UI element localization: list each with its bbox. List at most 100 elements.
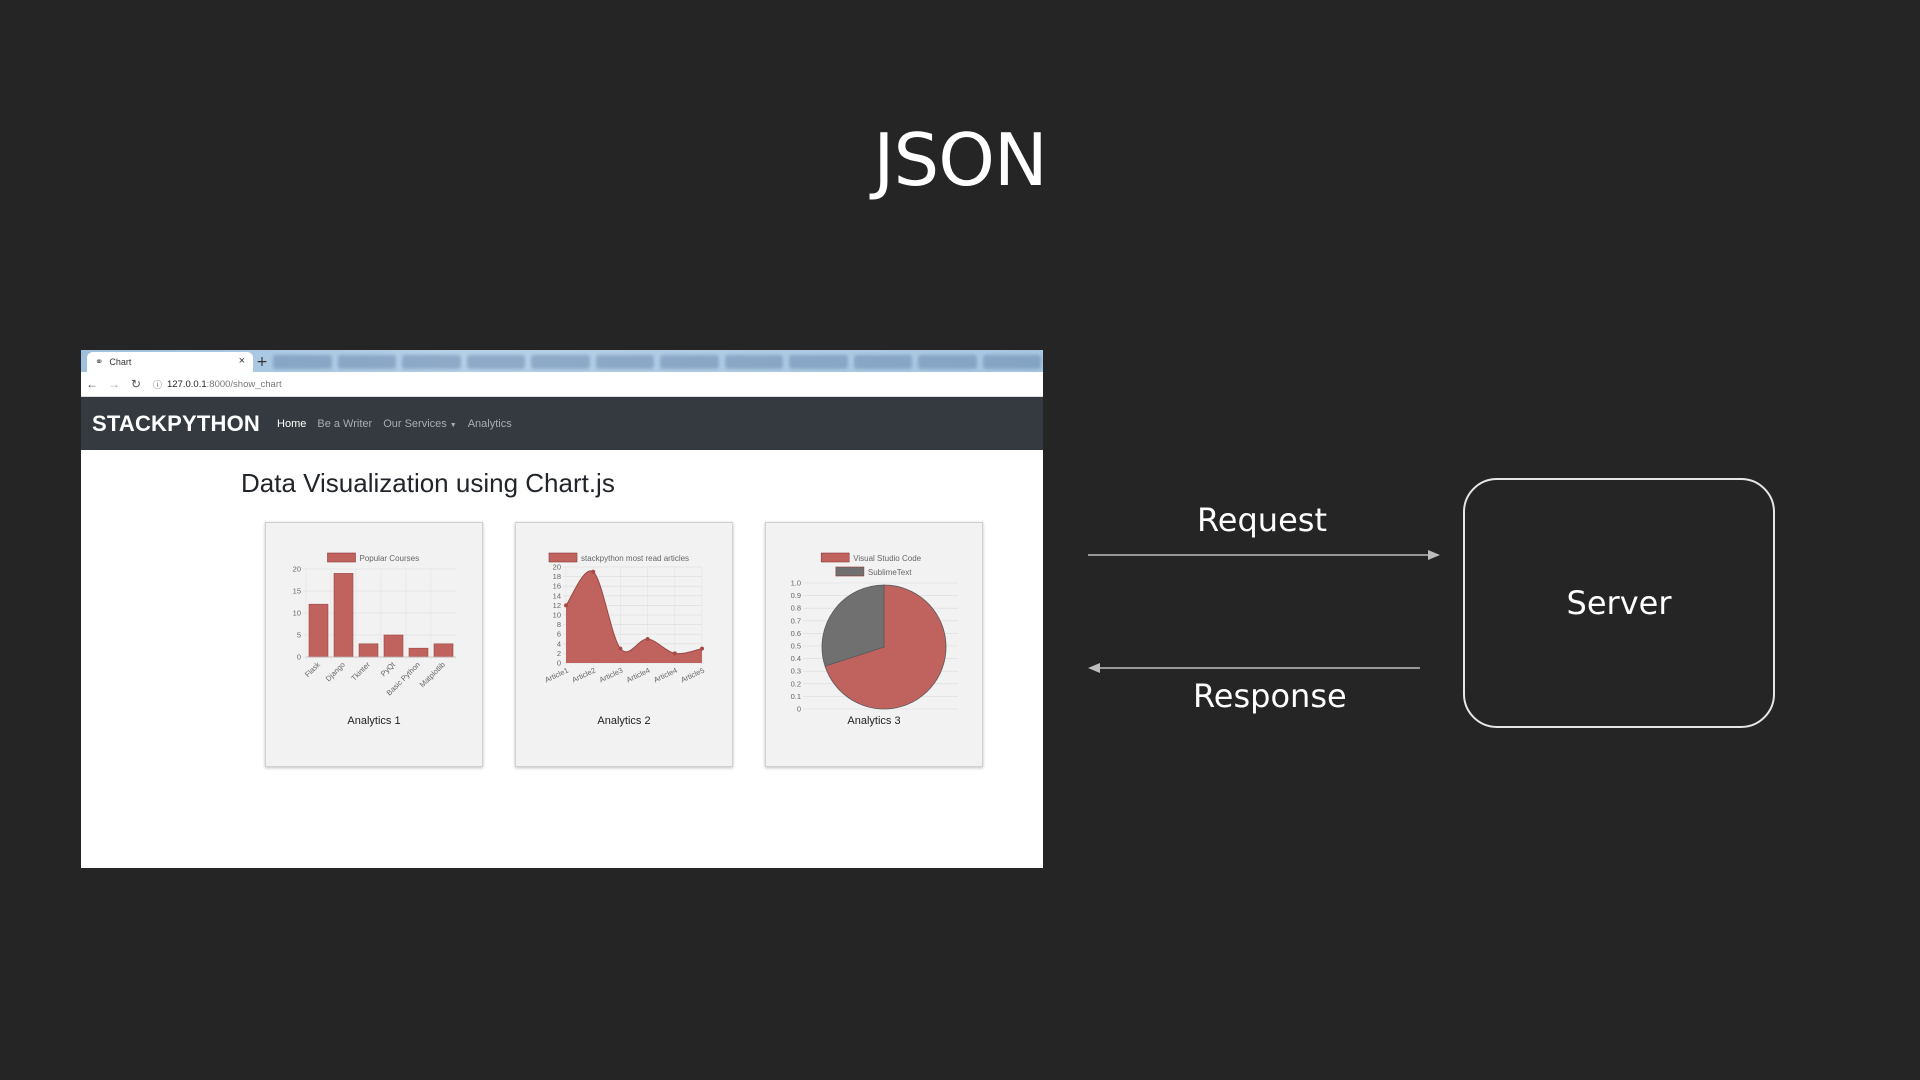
legend-swatch	[548, 552, 578, 563]
x-tick-label: Tkinter	[349, 660, 372, 683]
response-label: Response	[1193, 677, 1347, 715]
card-label: Analytics 2	[597, 715, 651, 727]
legend-label: Popular Courses	[360, 554, 420, 563]
back-arrow-icon[interactable]: ←	[86, 377, 98, 391]
y-tick-label: 20	[553, 563, 561, 572]
reload-icon[interactable]: ↻	[130, 377, 142, 391]
y-tick-label: 0	[297, 653, 301, 662]
browser-tab-active[interactable]: ⚭ Chart ×	[87, 352, 253, 372]
y-tick-label: 1.0	[791, 579, 801, 588]
nav-analytics[interactable]: Analytics	[467, 417, 512, 430]
y-tick-label: 12	[553, 601, 561, 610]
x-tick-label: Matplotlib	[418, 660, 447, 689]
y-tick-label: 14	[553, 591, 561, 600]
browser-screenshot: ⚭ Chart × + ← → ↻ ⓘ 127.0.0.1:8000/show_…	[81, 350, 1043, 868]
bar	[333, 573, 354, 658]
y-tick-label: 10	[293, 609, 301, 618]
data-point	[618, 646, 623, 651]
y-tick-label: 0.2	[791, 679, 801, 688]
y-tick-label: 5	[297, 631, 301, 640]
arrows	[1088, 550, 1440, 673]
x-tick-label: Article5	[679, 666, 705, 685]
data-point	[672, 651, 677, 656]
y-tick-label: 4	[557, 639, 561, 648]
caret-down-icon: ▼	[449, 421, 457, 429]
info-icon[interactable]: ⓘ	[153, 379, 163, 390]
bar	[433, 643, 454, 658]
x-tick-label: Article4	[652, 666, 678, 685]
y-tick-label: 10	[553, 611, 561, 620]
y-tick-label: 0.3	[791, 667, 801, 676]
url-host: 127.0.0.1	[167, 378, 207, 390]
site-navbar: STACKPYTHON Home Be a Writer Our Service…	[81, 397, 1043, 450]
legend-swatch	[820, 552, 850, 563]
server-label: Server	[1566, 584, 1672, 622]
y-tick-label: 0.6	[791, 629, 801, 638]
legend-label: Visual Studio Code	[853, 554, 921, 563]
y-tick-label: 0	[557, 659, 561, 668]
x-tick-label: Article2	[571, 666, 597, 685]
page-heading: Data Visualization using Chart.js	[241, 468, 615, 498]
globe-icon: ⚭	[95, 356, 104, 368]
address-bar: ← → ↻ ⓘ 127.0.0.1:8000/show_chart	[81, 372, 1043, 397]
close-icon[interactable]: ×	[238, 355, 245, 367]
nav-our-services-label: Our Services	[383, 417, 447, 430]
bar	[308, 603, 329, 658]
legend-swatch	[327, 552, 356, 563]
x-tick-label: Article4	[625, 666, 651, 685]
x-tick-label: Article3	[598, 666, 624, 685]
y-tick-label: 16	[553, 582, 561, 591]
data-point	[591, 569, 596, 574]
request-arrowhead	[1428, 550, 1440, 560]
y-tick-label: 8	[557, 620, 561, 629]
card-label: Analytics 1	[347, 715, 401, 727]
data-point	[564, 603, 568, 608]
browser-tab-bar: ⚭ Chart × +	[81, 350, 1043, 372]
response-arrowhead	[1088, 663, 1100, 673]
y-tick-label: 6	[557, 630, 561, 639]
x-tick-label: Article1	[543, 666, 569, 685]
card-label: Analytics 3	[847, 715, 901, 727]
legend-label: SublimeText	[868, 568, 912, 577]
y-tick-label: 0.8	[791, 604, 801, 613]
area-fill	[566, 570, 702, 663]
y-tick-label: 0	[797, 705, 801, 714]
nav-home[interactable]: Home	[277, 417, 307, 430]
slide-title: JSON	[873, 118, 1047, 202]
pie-slice	[821, 584, 885, 667]
data-point	[645, 637, 650, 641]
request-label: Request	[1197, 501, 1327, 539]
pie-slice	[824, 584, 947, 710]
bar	[358, 643, 379, 658]
url-field[interactable]: 127.0.0.1:8000/show_chart	[167, 379, 282, 390]
area-chart: stackpython most read articles0246810121…	[543, 552, 706, 685]
y-tick-label: 0.7	[791, 616, 801, 625]
site-brand[interactable]: STACKPYTHON	[92, 410, 261, 436]
blurred-tabs	[273, 355, 1041, 369]
legend-swatch	[835, 566, 865, 577]
forward-arrow-icon[interactable]: →	[108, 377, 120, 391]
bar	[408, 647, 429, 658]
server-box: Server	[1463, 478, 1775, 728]
new-tab-icon[interactable]: +	[256, 354, 268, 370]
y-tick-label: 0.4	[791, 654, 801, 663]
bar	[383, 634, 404, 658]
y-tick-label: 0.9	[791, 591, 801, 600]
browser-tab-title: Chart	[109, 357, 132, 367]
y-tick-label: 0.5	[791, 642, 801, 651]
y-tick-label: 0.1	[791, 692, 801, 701]
x-tick-label: PyQt	[379, 659, 398, 678]
y-tick-label: 18	[553, 572, 561, 581]
y-tick-label: 20	[293, 565, 301, 574]
y-tick-label: 2	[557, 649, 561, 658]
nav-be-a-writer[interactable]: Be a Writer	[317, 417, 373, 430]
nav-our-services[interactable]: Our Services▼	[383, 418, 457, 430]
y-tick-label: 15	[293, 587, 301, 596]
data-point	[700, 646, 704, 651]
x-tick-label: Django	[324, 660, 347, 683]
